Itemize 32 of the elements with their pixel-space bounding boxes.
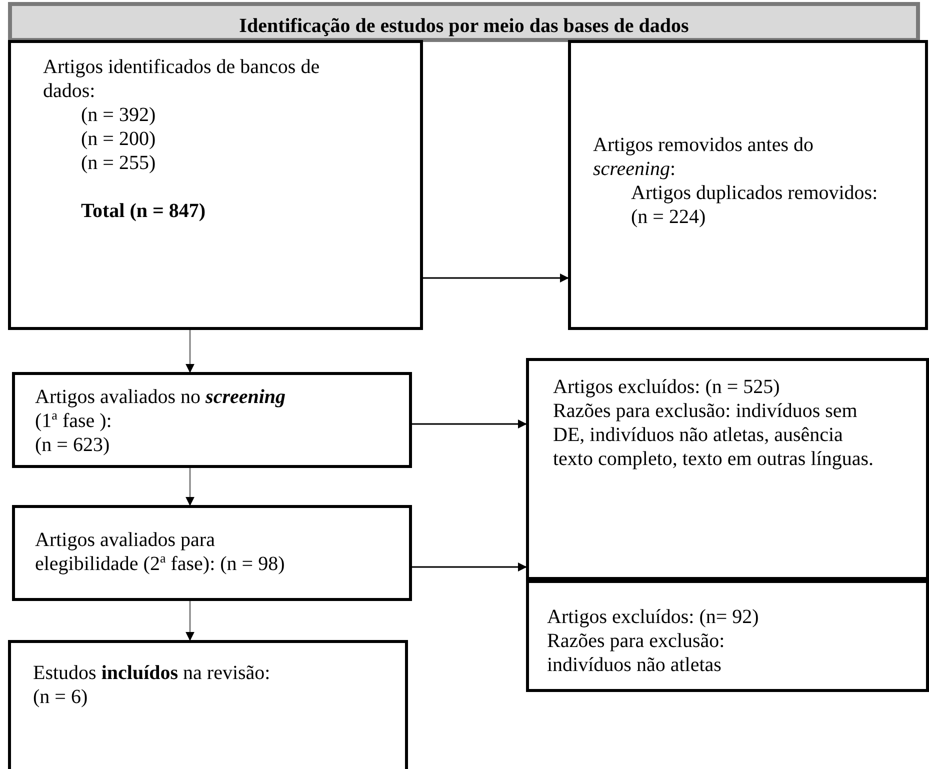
box-text: Razões para exclusão: indivíduos sem DE, indivíduos não atletas, ausência texto completo, texto em outras línguas. <box>553 399 874 471</box>
header-band <box>8 2 920 42</box>
box-text: Total (n = 847) <box>81 199 207 223</box>
box-text: (1$^{a}$ fase ): <box>35 409 113 433</box>
header-title: Identificação de estudos por meio das bases de dados <box>238 14 690 38</box>
box-text: Artigos removidos antes do screening: <box>593 133 815 181</box>
arrow <box>423 274 569 282</box>
box-text: (n = 623) <box>35 433 111 457</box>
box-text: Artigos excluídos: (n = 525) <box>553 375 781 399</box>
box-text: Artigos identificados de bancos de dados: <box>43 55 321 103</box>
box-text: (n = 200) <box>81 127 157 151</box>
arrow <box>412 420 527 428</box>
box-text: Artigos avaliados para elegibilidade (2$^{a}$ fase): (n = 98) <box>35 528 286 576</box>
box-text: Razões para exclusão: indivíduos não atletas <box>547 629 726 677</box>
process-box <box>12 505 412 601</box>
process-box <box>8 40 423 330</box>
process-box <box>8 640 408 769</box>
process-box <box>568 40 928 330</box>
box-text: Artigos avaliados no screening <box>35 385 287 409</box>
arrow <box>186 330 194 373</box>
arrow <box>186 468 194 506</box>
box-text: Artigos excluídos: (n= 92) <box>547 605 760 629</box>
arrow <box>412 562 527 572</box>
box-text: Estudos incluídos na revisão: <box>33 661 272 685</box>
box-text: (n = 392) <box>81 103 157 127</box>
box-text: (n = 6) <box>33 685 89 709</box>
box-text: (n = 255) <box>81 151 157 175</box>
process-box <box>526 580 929 692</box>
process-box <box>526 358 929 580</box>
process-box <box>12 372 412 468</box>
box-text: Artigos duplicados removidos: (n = 224) <box>631 181 879 229</box>
arrow <box>186 601 194 641</box>
